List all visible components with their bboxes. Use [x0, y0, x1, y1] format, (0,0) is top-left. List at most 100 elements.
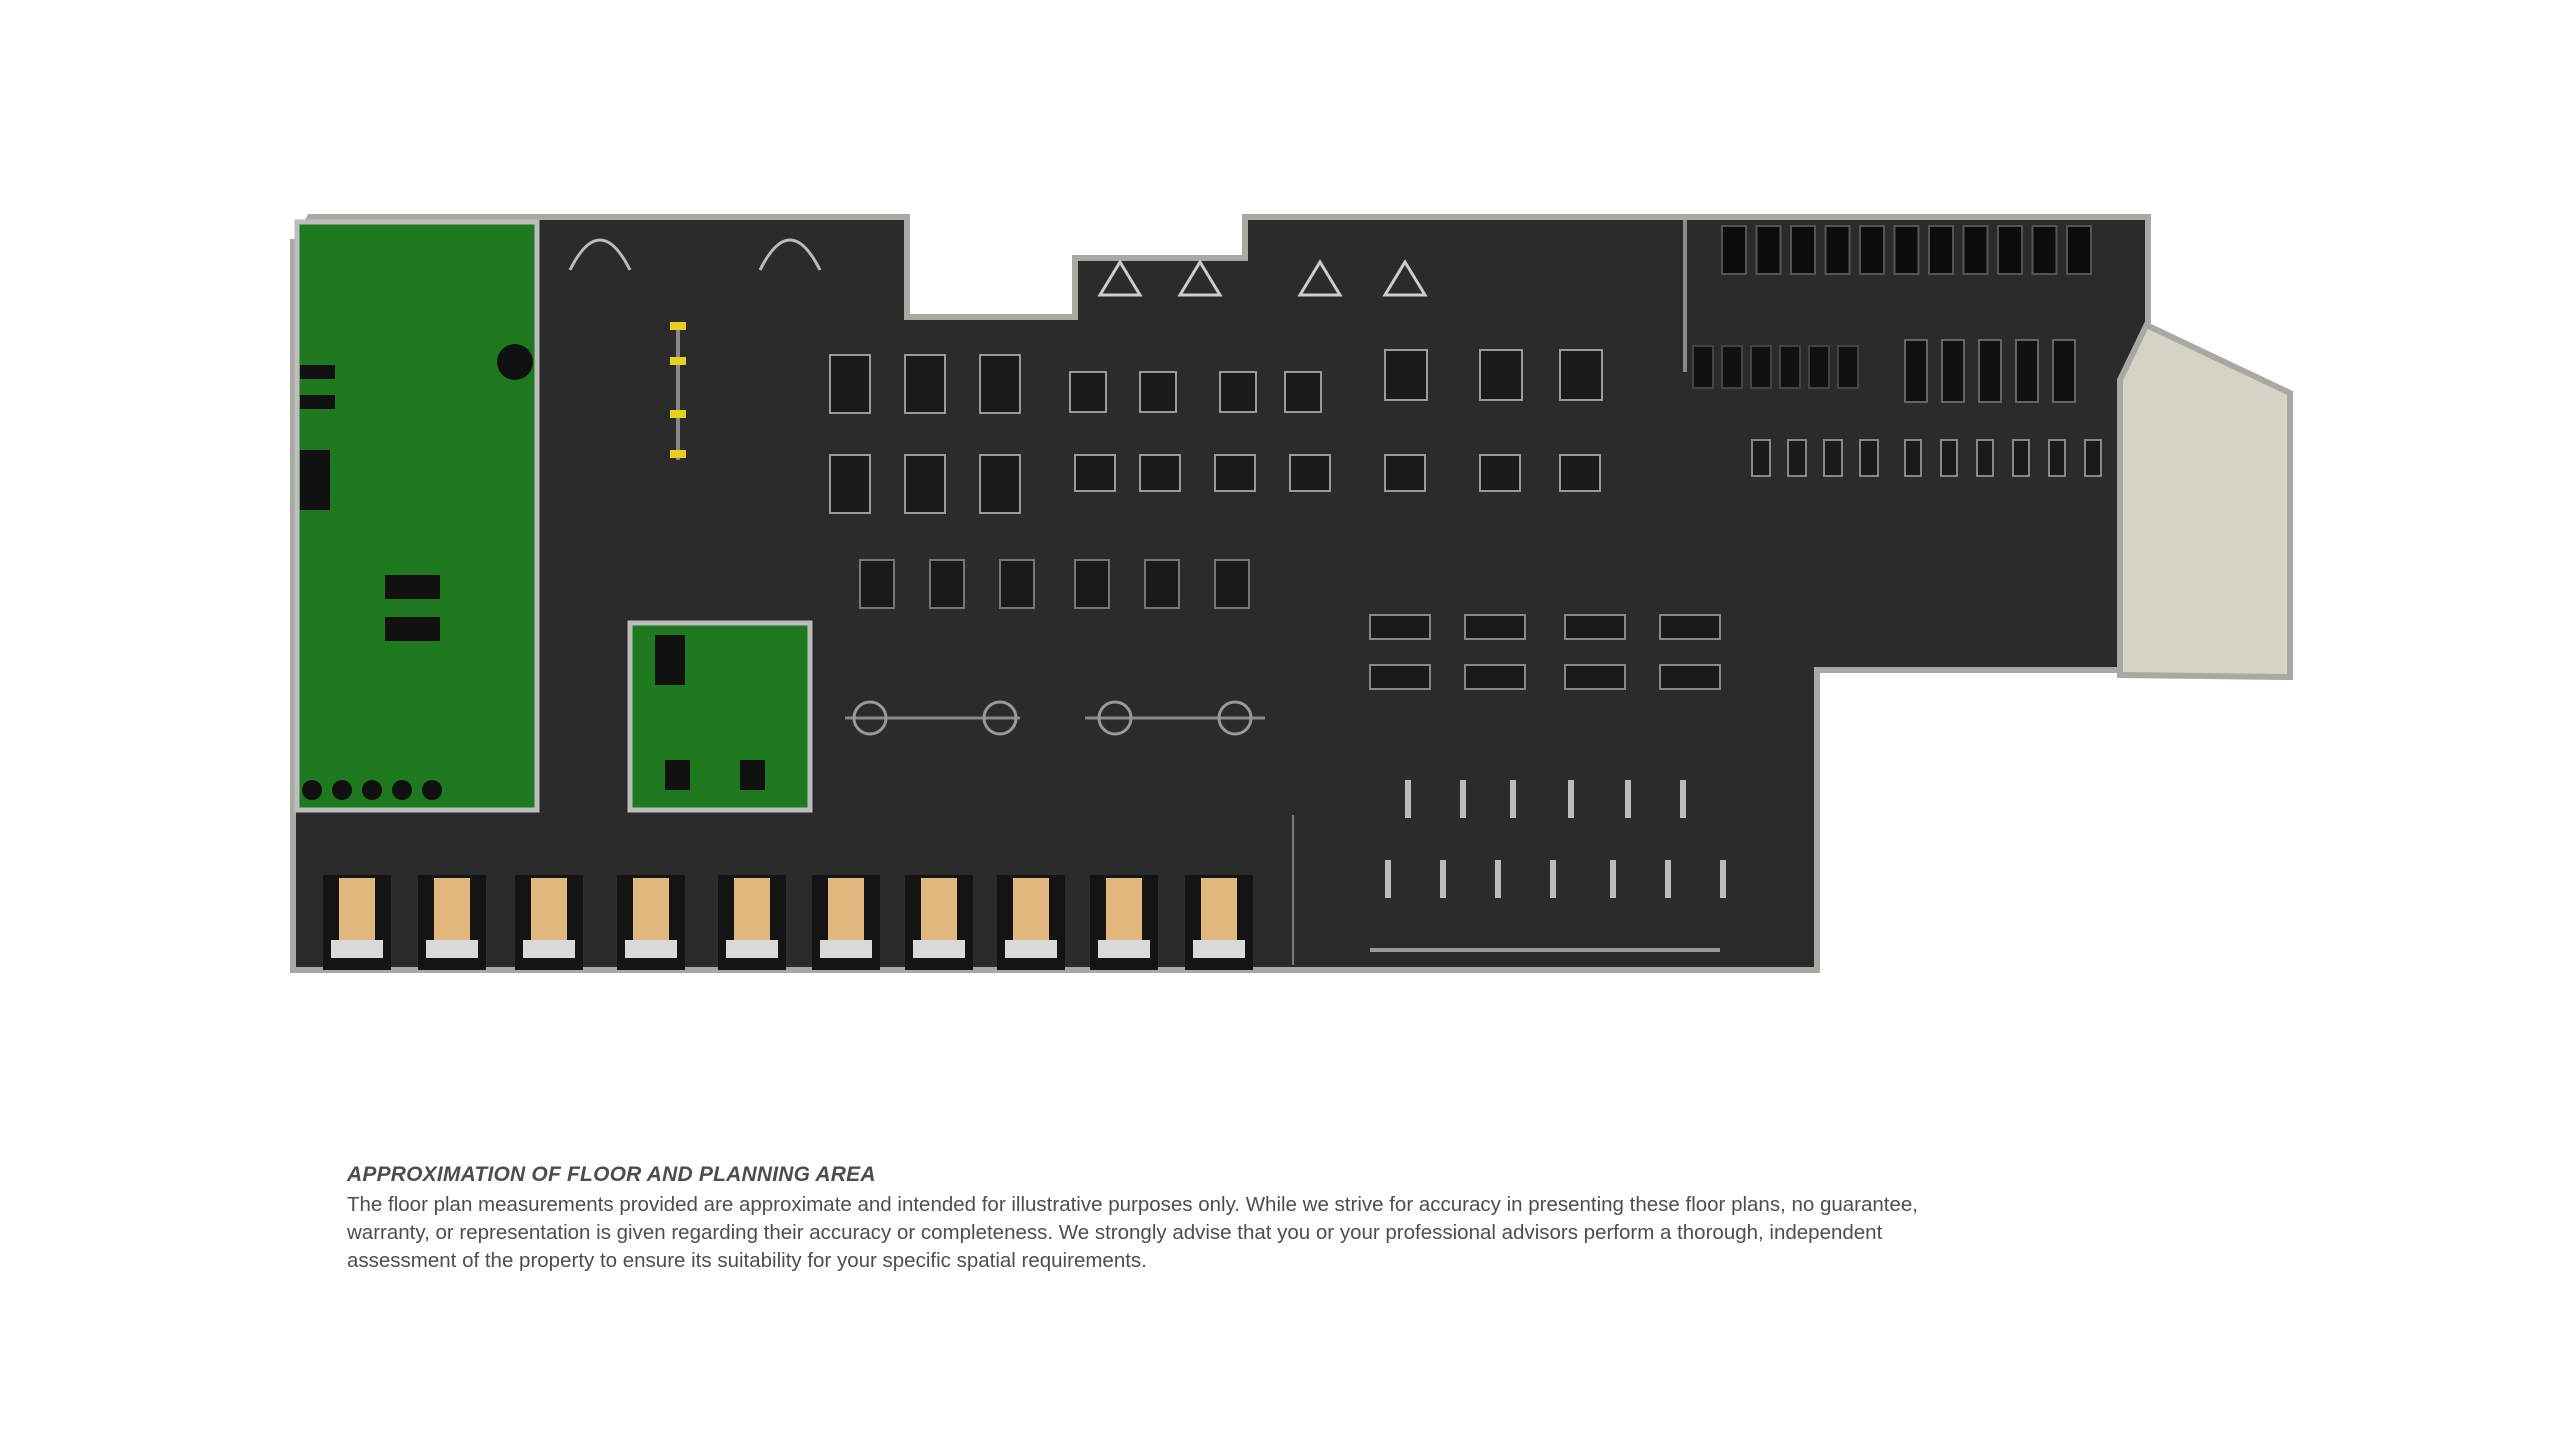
bench-pad-5 [734, 878, 770, 943]
plate-station-bottom-2 [1464, 664, 1526, 690]
tri-machine-2 [1177, 259, 1223, 297]
equipment-layer [300, 225, 2102, 970]
treadmill-10 [2031, 225, 2058, 275]
machine-row1c-2 [1479, 349, 1523, 401]
turf-box-2 [300, 395, 335, 409]
machine-row2b-4 [1289, 454, 1331, 492]
spin-bike-3 [1976, 439, 1994, 477]
bike-5 [1808, 345, 1830, 389]
bench-pad-4 [633, 878, 669, 943]
machine-row2-1 [829, 454, 871, 514]
machine-row1-3 [979, 354, 1021, 414]
bike-1 [1692, 345, 1714, 389]
turf-bag-1 [385, 575, 440, 599]
elliptical-4 [2015, 339, 2039, 403]
dumbbell-rack-b-7 [1720, 860, 1726, 898]
tri-machine-4 [1382, 259, 1428, 297]
bench-base-6 [820, 940, 872, 958]
plate-station-bottom-3 [1564, 664, 1626, 690]
stepper-2 [1787, 439, 1807, 477]
cable-pulley-4 [1217, 700, 1253, 736]
dumbbell-rack-a-2 [1460, 780, 1466, 818]
pad-bench-2 [740, 760, 765, 790]
machine-mid-2 [929, 559, 965, 609]
disclaimer-body: The floor plan measurements provided are… [347, 1193, 1918, 1272]
bench-base-2 [426, 940, 478, 958]
turf-box-3 [300, 450, 330, 510]
elliptical-1 [1904, 339, 1928, 403]
plate-station-top-1 [1369, 614, 1431, 640]
machine-row2b-1 [1074, 454, 1116, 492]
plate-station-top-4 [1659, 614, 1721, 640]
treadmill-7 [1928, 225, 1954, 275]
kettlebell-1 [302, 780, 322, 800]
turf-training-zone [294, 219, 540, 813]
bench-pad-8 [1013, 878, 1049, 943]
machine-row2-3 [979, 454, 1021, 514]
arch-machine-1 [568, 238, 632, 271]
bench-pad-6 [828, 878, 864, 943]
stepper-3 [1823, 439, 1843, 477]
machine-row2b-7 [1559, 454, 1601, 492]
rack-plate-1 [670, 322, 686, 330]
plate-station-top-2 [1464, 614, 1526, 640]
machine-row1b-1 [1069, 371, 1107, 413]
cable-pulley-1 [852, 700, 888, 736]
disclaimer-block: APPROXIMATION OF FLOOR AND PLANNING AREA… [347, 1163, 1987, 1275]
machine-row1c-1 [1384, 349, 1428, 401]
cable-pulley-2 [982, 700, 1018, 736]
treadmill-9 [1997, 225, 2023, 275]
cable-pulley-3 [1097, 700, 1133, 736]
treadmill-1 [1721, 225, 1747, 275]
bench-pad-7 [921, 878, 957, 943]
spin-bike-6 [2084, 439, 2102, 477]
dumbbell-rack-b-6 [1665, 860, 1671, 898]
machine-row1b-2 [1139, 371, 1177, 413]
kettlebell-3 [362, 780, 382, 800]
bike-2 [1721, 345, 1743, 389]
machine-mid-6 [1214, 559, 1250, 609]
treadmill-5 [1859, 225, 1885, 275]
plate-station-bottom-1 [1369, 664, 1431, 690]
plate-station-top-3 [1564, 614, 1626, 640]
bike-3 [1750, 345, 1772, 389]
bench-pad-9 [1106, 878, 1142, 943]
dumbbell-rack-a-4 [1568, 780, 1574, 818]
dumbbell-rack-b-1 [1385, 860, 1391, 898]
bench-pad-3 [531, 878, 567, 943]
rack-plate-4 [670, 450, 686, 458]
bench-base-8 [1005, 940, 1057, 958]
machine-row1-1 [829, 354, 871, 414]
machine-mid-1 [859, 559, 895, 609]
bench-pad-10 [1201, 878, 1237, 943]
machine-row1b-4 [1284, 371, 1322, 413]
spin-bike-1 [1904, 439, 1922, 477]
machine-mid-4 [1074, 559, 1110, 609]
machine-row2b-6 [1479, 454, 1521, 492]
bench-pad-2 [434, 878, 470, 943]
kettlebell-4 [392, 780, 412, 800]
bench-base-4 [625, 940, 677, 958]
bench-base-10 [1193, 940, 1245, 958]
elliptical-3 [1978, 339, 2002, 403]
kettlebell-5 [422, 780, 442, 800]
elliptical-5 [2052, 339, 2076, 403]
spin-bike-4 [2012, 439, 2030, 477]
spin-bike-5 [2048, 439, 2066, 477]
pad-rig [655, 635, 685, 685]
bench-pad-1 [339, 878, 375, 943]
treadmill-11 [2066, 225, 2092, 275]
rack-plate-3 [670, 410, 686, 418]
bench-base-1 [331, 940, 383, 958]
machine-row2b-3 [1214, 454, 1256, 492]
dumbbell-rack-a-5 [1625, 780, 1631, 818]
machine-row2b-5 [1384, 454, 1426, 492]
tri-machine-1 [1097, 259, 1143, 297]
turf-bag-2 [385, 617, 440, 641]
treadmill-2 [1755, 225, 1782, 275]
machine-row1b-3 [1219, 371, 1257, 413]
dumbbell-rack-b-2 [1440, 860, 1446, 898]
kettlebell-2 [332, 780, 352, 800]
rack-plate-2 [670, 357, 686, 365]
